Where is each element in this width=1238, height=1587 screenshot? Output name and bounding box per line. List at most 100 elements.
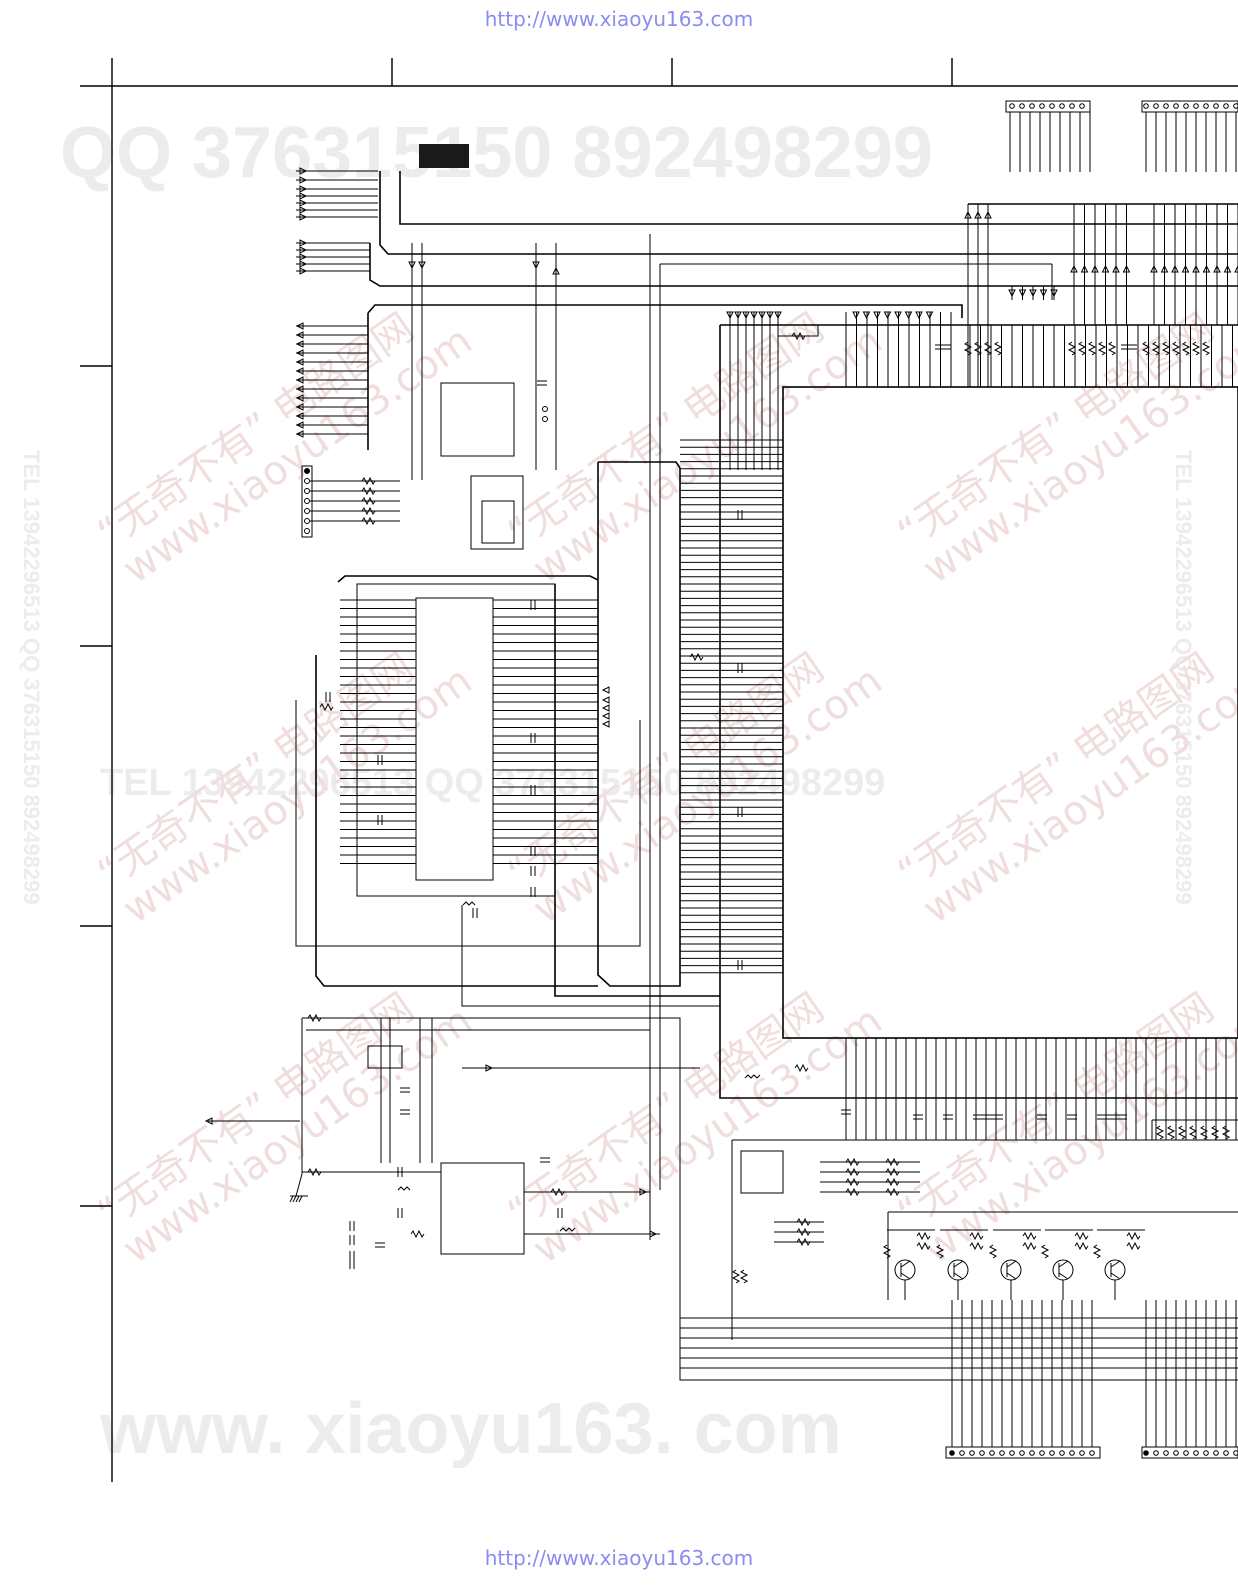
black-ic-block: [419, 144, 469, 168]
arrow: [1018, 289, 1027, 298]
arrow: [295, 322, 304, 330]
pin: [1079, 103, 1085, 109]
resistor: [1201, 341, 1211, 356]
ground: [292, 1195, 297, 1203]
misc-lines: [204, 380, 1238, 1381]
connector-pin: [304, 528, 310, 534]
pin: [1223, 103, 1229, 109]
arrow: [295, 394, 304, 402]
resistor: [988, 1244, 998, 1259]
inductor: [397, 1186, 411, 1191]
resistor: [1166, 1125, 1176, 1140]
signal-lines-top: [408, 103, 1238, 1240]
watermark-qq: QQ 376315150 892498299: [60, 113, 933, 193]
transistor-collector: [900, 1260, 911, 1268]
resistor: [1126, 1241, 1141, 1251]
bottom-connector-right: [1141, 1446, 1238, 1459]
pin: [1173, 103, 1179, 109]
pin: [1039, 103, 1045, 109]
arrow: [894, 311, 902, 320]
arrow: [883, 311, 892, 320]
pin: [1183, 103, 1189, 109]
ic-memory: [415, 597, 494, 881]
ic-lower-right: [740, 1150, 784, 1194]
pin: [1163, 103, 1169, 109]
arrow: [1150, 264, 1158, 273]
pin: [1069, 103, 1075, 109]
connector-pin: [304, 478, 310, 484]
resistor: [796, 1227, 811, 1237]
arrow: [295, 340, 304, 348]
arrow: [601, 720, 610, 728]
pin: [1069, 1450, 1075, 1456]
arrow: [1101, 264, 1110, 273]
arrow: [873, 311, 881, 320]
arrow: [852, 311, 860, 320]
arrow: [742, 311, 750, 320]
arrow: [862, 311, 871, 320]
arrow: [418, 261, 426, 270]
pin: [1223, 1450, 1229, 1456]
resistor: [361, 516, 376, 526]
wire: [295, 700, 641, 947]
arrow-line: [524, 1188, 650, 1196]
pin: [1059, 1450, 1065, 1456]
arrow: [925, 311, 934, 320]
resistor: [993, 341, 1003, 356]
resistor: [361, 476, 376, 486]
pin: [1193, 103, 1199, 109]
arrow: [750, 311, 758, 320]
arrow-line: [524, 1230, 660, 1238]
resistor: [1141, 341, 1151, 356]
arrow: [1213, 264, 1221, 273]
header-url[interactable]: http://www.xiaoyu163.com: [484, 7, 754, 31]
resistor: [361, 506, 376, 516]
arrow: [904, 311, 913, 320]
arrow: [295, 367, 304, 375]
transistor-collector: [1110, 1260, 1121, 1268]
arrow: [295, 349, 304, 357]
resistor: [410, 1229, 425, 1239]
resistor: [361, 486, 376, 496]
arrow: [299, 176, 308, 184]
arrow: [1070, 264, 1078, 273]
resistor: [739, 1269, 749, 1284]
resistor: [796, 1217, 811, 1227]
pin: [1233, 103, 1238, 109]
arrow: [601, 704, 610, 712]
arrow: [299, 192, 308, 200]
resistor: [1221, 1125, 1231, 1140]
resistor: [1074, 1231, 1089, 1241]
arrow: [552, 266, 560, 275]
resistor: [969, 1241, 984, 1251]
resistor: [1199, 1125, 1209, 1140]
opamp-frame: [470, 475, 524, 550]
resistor: [845, 1157, 860, 1167]
pin: [999, 1450, 1005, 1456]
arrow: [408, 261, 416, 270]
wire: [461, 905, 720, 1007]
wire: [295, 1017, 1238, 1381]
resistor: [1097, 341, 1107, 356]
arrow: [964, 210, 972, 219]
arrow: [1202, 264, 1211, 273]
arrow: [1122, 264, 1131, 273]
arrow: [1171, 264, 1179, 273]
resistor: [1210, 1125, 1220, 1140]
resistor: [1171, 341, 1181, 356]
test-point: [542, 406, 548, 412]
footer-url[interactable]: http://www.xiaoyu163.com: [484, 1546, 754, 1570]
connector-pin: [304, 498, 310, 504]
resistor: [845, 1167, 860, 1177]
resistor: [361, 496, 376, 506]
arrow: [734, 311, 742, 320]
connector-pin: [304, 518, 310, 524]
ground: [298, 1195, 303, 1203]
resistor: [550, 1187, 565, 1197]
resistor: [916, 1241, 931, 1251]
pin: [1029, 1450, 1035, 1456]
arrow: [532, 261, 540, 270]
transistor-row: [882, 1229, 1145, 1300]
pin: [1173, 1450, 1179, 1456]
